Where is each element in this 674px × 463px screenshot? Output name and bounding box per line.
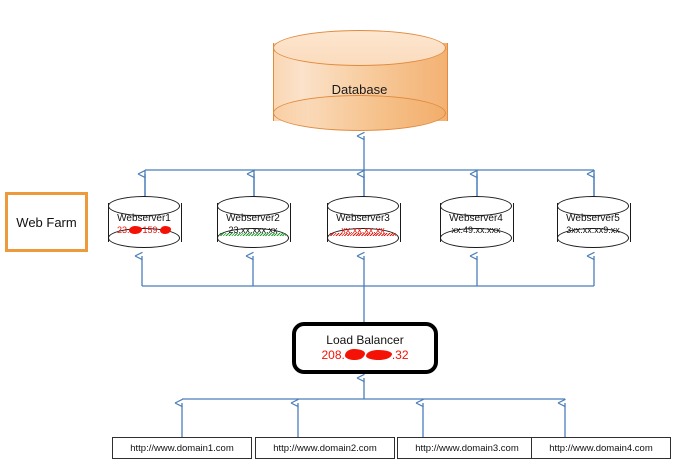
webserver-ip-part-a: 23.: [116, 225, 130, 235]
webserver-ip-4: xx.49.xx.xxx: [451, 225, 501, 235]
webserver-cylinder-top-icon: [557, 196, 629, 216]
domain-url-4: http://www.domain4.com: [549, 442, 653, 454]
domain-box-2[interactable]: http://www.domain2.com: [255, 437, 395, 459]
web-farm-label: Web Farm: [16, 214, 77, 230]
domain-box-1[interactable]: http://www.domain1.com: [112, 437, 252, 459]
redaction-blob-icon: [129, 225, 143, 234]
webserver-cylinder-top-icon: [327, 196, 399, 216]
webserver-name-4: Webserver4: [449, 213, 503, 224]
domain-box-4[interactable]: http://www.domain4.com: [531, 437, 671, 459]
webserver-text-group-3: Webserver3 xx.xx.xx.xx: [327, 213, 399, 236]
webserver-text-group-5: Webserver5 3xx.xx.xx9.xx: [557, 213, 629, 236]
load-balancer-ip: 208. .32: [321, 348, 408, 363]
webserver-text-group-1: Webserver1 23. 159.: [108, 213, 180, 236]
webserver-cylinder-top-icon: [108, 196, 180, 216]
load-balancer-ip-suffix: .32: [391, 348, 409, 362]
webserver-node-1[interactable]: Webserver1 23. 159.: [108, 196, 182, 252]
domain-url-1: http://www.domain1.com: [130, 442, 234, 454]
webserver-name-3: Webserver3: [336, 213, 390, 224]
database-cylinder-top-icon: [273, 30, 446, 66]
webserver-name-2: Webserver2: [226, 213, 280, 224]
webserver-node-5[interactable]: Webserver5 3xx.xx.xx9.xx: [557, 196, 631, 252]
webserver-name-1: Webserver1: [117, 213, 171, 224]
web-farm-box[interactable]: Web Farm: [5, 192, 88, 252]
webserver-name-5: Webserver5: [566, 213, 620, 224]
database-cylinder-bottom-icon: [273, 95, 446, 131]
webserver-ip-3: xx.xx.xx.xx: [327, 225, 399, 236]
redaction-blob-icon: [160, 225, 172, 234]
load-balancer-ip-prefix: 208.: [321, 348, 345, 362]
webserver-node-3[interactable]: Webserver3 xx.xx.xx.xx: [327, 196, 401, 252]
webserver-ip-2: 23.xx.xxx.xx: [217, 225, 289, 236]
redaction-blob-icon: [365, 349, 392, 360]
database-node[interactable]: Database: [273, 30, 448, 135]
webserver-node-2[interactable]: Webserver2 23.xx.xxx.xx: [217, 196, 291, 252]
database-label: Database: [331, 82, 388, 97]
webserver-cylinder-top-icon: [217, 196, 289, 216]
redaction-blob-icon: [344, 349, 365, 361]
load-balancer-box[interactable]: Load Balancer 208. .32: [292, 322, 438, 374]
domain-box-3[interactable]: http://www.domain3.com: [397, 437, 537, 459]
webserver-cylinder-bottom-icon: [557, 228, 629, 248]
domain-url-3: http://www.domain3.com: [415, 442, 519, 454]
webserver-cylinder-top-icon: [440, 196, 512, 216]
webserver-ip-1: 23. 159.: [108, 225, 180, 236]
webserver-ip-5: 3xx.xx.xx9.xx: [566, 225, 620, 235]
webserver-text-group-2: Webserver2 23.xx.xxx.xx: [217, 213, 289, 236]
domain-url-2: http://www.domain2.com: [273, 442, 377, 454]
load-balancer-label: Load Balancer: [326, 333, 404, 347]
webserver-node-4[interactable]: Webserver4 xx.49.xx.xxx: [440, 196, 514, 252]
webserver-cylinder-bottom-icon: [440, 228, 512, 248]
webserver-ip-part-b: 159.: [142, 225, 161, 235]
webserver-text-group-4: Webserver4 xx.49.xx.xxx: [440, 213, 512, 236]
